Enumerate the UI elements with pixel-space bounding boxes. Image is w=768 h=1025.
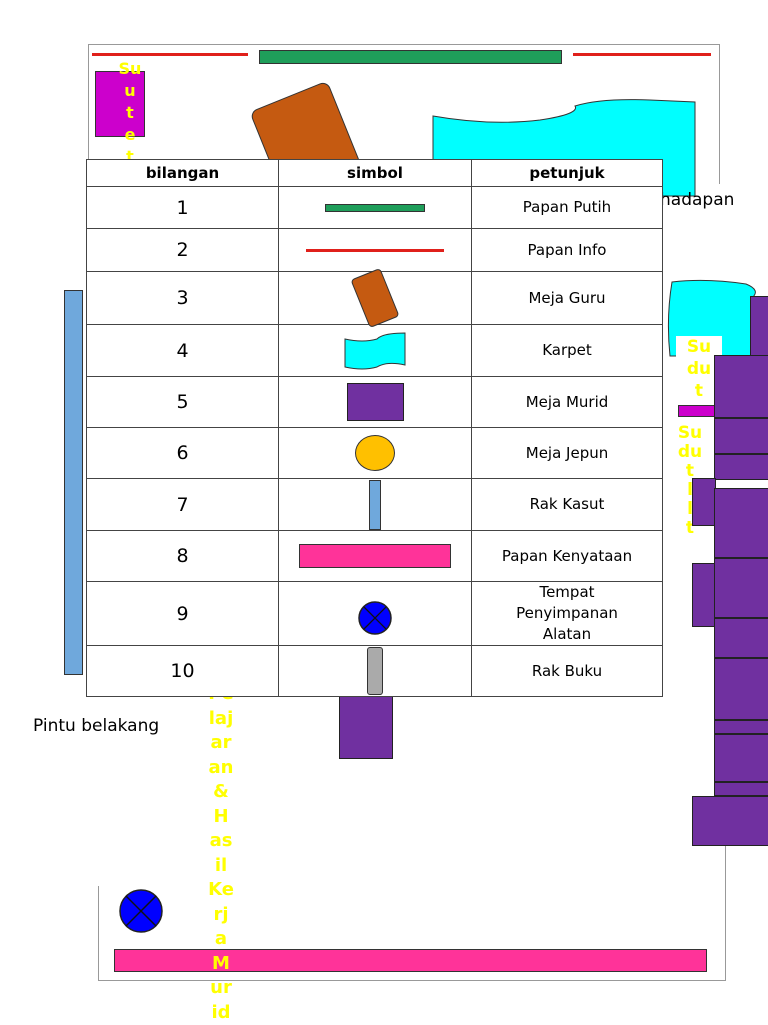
carpet-symbol-shape [344, 331, 406, 369]
legend-description: Meja Guru [471, 271, 663, 325]
student-desk-right-13 [714, 782, 768, 796]
whiteboard-symbol [325, 203, 425, 212]
legend-row: 7 Rak Kasut [86, 478, 663, 531]
shoe-rack-symbol [369, 479, 381, 530]
legend-number: 2 [86, 228, 279, 272]
carpet-symbol [344, 331, 406, 369]
student-desk-right-2 [714, 355, 768, 418]
student-desk-middle-2 [339, 696, 393, 759]
storage-symbol-cross-2 [363, 606, 387, 629]
legend-description: Karpet [471, 324, 663, 377]
info-board-symbol [306, 248, 444, 252]
legend-row: 8 Papan Kenyataan [86, 530, 663, 582]
corner-storage-box [95, 71, 145, 137]
storage-bottom [119, 889, 163, 933]
legend-symbol-cell [278, 427, 472, 479]
legend-description: Rak Buku [471, 645, 663, 697]
storage-bottom-cross-2 [125, 895, 157, 927]
legend-symbol-cell [278, 186, 472, 229]
student-desk-right-4 [714, 454, 768, 480]
classroom-wall-right [719, 44, 720, 184]
legend-row: 6 Meja Jepun [86, 427, 663, 479]
legend-symbol-cell [278, 530, 472, 582]
shoe-rack-left [64, 290, 83, 675]
legend-description: Rak Kasut [471, 478, 663, 531]
legend-number: 4 [86, 324, 279, 377]
legend-row: 4 Karpet [86, 324, 663, 377]
legend-header-description: petunjuk [471, 159, 663, 187]
legend-row: 3 Meja Guru [86, 267, 663, 329]
legend-description: Meja Murid [471, 376, 663, 428]
student-desk-right-1 [750, 296, 768, 356]
info-board-right [573, 53, 711, 56]
legend-symbol-cell [278, 376, 472, 428]
teacher-desk-symbol [350, 267, 400, 329]
storage-symbol [358, 600, 392, 635]
legend-row: 5 Meja Murid [86, 376, 663, 428]
legend-symbol-cell [278, 478, 472, 531]
whiteboard [259, 50, 562, 64]
legend-row: 1 Papan Putih [86, 186, 663, 229]
legend-symbol-cell [278, 645, 472, 697]
student-desk-right-14 [692, 796, 768, 846]
student-desk-right-7 [692, 563, 716, 627]
legend-description: Meja Jepun [471, 427, 663, 479]
legend-number: 6 [86, 427, 279, 479]
legend-number: 9 [86, 581, 279, 646]
info-board-left [92, 53, 248, 56]
student-desk-right-11 [714, 720, 768, 734]
student-desk-right-10 [714, 658, 768, 720]
front-door-label: hadapan [660, 190, 735, 210]
legend-description: Papan Kenyataan [471, 530, 663, 582]
legend-number: 10 [86, 645, 279, 697]
student-desk-right-8 [714, 558, 768, 618]
legend-symbol-cell [278, 581, 472, 646]
legend-symbol-cell [278, 324, 472, 377]
classroom-wall-bottom [98, 980, 726, 981]
legend-header-symbol: simbol [278, 159, 472, 187]
legend-symbol-cell [278, 228, 472, 272]
back-door-label: Pintu belakang [33, 716, 160, 736]
student-desk-right-3 [714, 418, 768, 454]
legend-number: 5 [86, 376, 279, 428]
student-desk-symbol [346, 383, 404, 421]
legend-row: 10 Rak Buku [86, 645, 663, 697]
bookshelf-symbol [367, 647, 383, 695]
legend-header-row: bilangan simbol petunjuk [86, 159, 663, 187]
notice-board-bottom [114, 949, 707, 972]
legend-description: Tempat Penyimpanan Alatan [471, 581, 663, 646]
legend-number: 1 [86, 186, 279, 229]
legend-row: 9 Tempat Penyimpanan Alatan [86, 581, 663, 646]
student-desk-right-12 [714, 734, 768, 782]
student-desk-right-9 [714, 618, 768, 658]
legend-description: Papan Putih [471, 186, 663, 229]
legend-number: 7 [86, 478, 279, 531]
classroom-wall-top [88, 44, 720, 45]
corner-label-right-2: Su du t l l t [677, 423, 703, 538]
japanese-table-symbol [355, 435, 395, 471]
legend-symbol-cell [278, 267, 472, 329]
classroom-wall-bottom-right [725, 840, 726, 981]
legend-number: 3 [86, 271, 279, 325]
classroom-wall-bottom-left [98, 886, 99, 981]
legend-header-number: bilangan [86, 159, 279, 187]
corner-label-top-left: Su u t e t [118, 59, 142, 166]
student-desk-right-5 [692, 478, 716, 526]
gallery-label: Pe laj ar an & H as il Ke rj a M ur id [208, 683, 234, 1023]
legend-row: 2 Papan Info [86, 228, 663, 272]
notice-board-symbol [299, 544, 451, 568]
legend-number: 8 [86, 530, 279, 582]
student-desk-right-6 [714, 488, 768, 558]
legend-table: bilangan simbol petunjuk 1 Papan Putih 2… [86, 159, 663, 697]
legend-description: Papan Info [471, 228, 663, 272]
